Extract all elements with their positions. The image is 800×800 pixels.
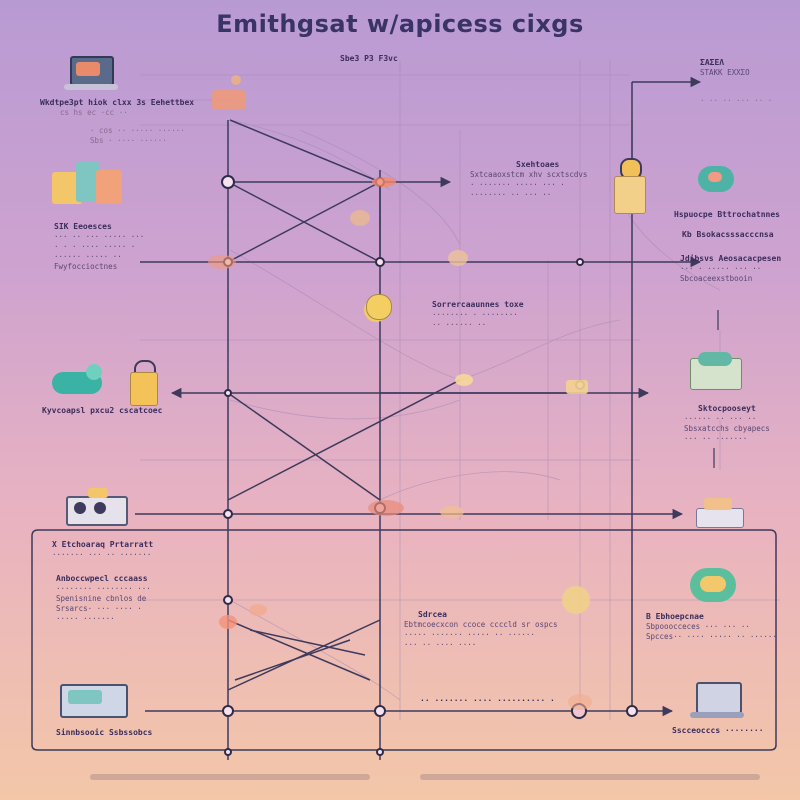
node-mid4-head: ·· ······· ···· ·········· · (420, 696, 555, 705)
node-right5-line: Spcces·· ···· ····· ·· ······ (646, 632, 777, 641)
lock-icon (130, 360, 158, 406)
node-left3: Kyvcoapsl pxcu2 cscatcoec (42, 406, 162, 416)
node-left5-head: Anboccwpecl cccaass (56, 574, 148, 583)
node-right3: Jdibsvs Aeosacacpesen ··· · ····· ··· ··… (680, 254, 781, 284)
node-right4-line: ··· ·· ······· (684, 434, 748, 443)
node-left6-head: Sinnbsooic Ssbssobcs (56, 728, 153, 737)
node-mid2-head: Sorrercaaunnes toxe (432, 300, 524, 309)
node-right6: Sscceocccs ········ (672, 726, 764, 736)
node-mid1-line: · ······· ····· ··· · (470, 180, 565, 189)
footer-stroke (420, 774, 760, 780)
device-icon (66, 488, 128, 526)
node-right4-line: ······ ·· ··· ·· (684, 414, 757, 423)
node-top-center: Sbe3 P3 F3vc (340, 54, 398, 64)
node-left1-line: cs hs ec ·cc ·· (60, 108, 128, 117)
node-left1-head: Wkdtpe3pt hiok clxx 3s Eehettbex (40, 98, 195, 107)
node-left5: Anboccwpecl cccaass ········ ········ ··… (56, 574, 151, 624)
node-right5-head: B Ebhoepcnae (646, 612, 704, 621)
node-top-center-head: Sbe3 P3 F3vc (340, 54, 398, 63)
folder-stack-icon (52, 162, 122, 208)
printer-icon (696, 498, 744, 528)
main-connectors (31, 76, 777, 760)
node-top-right-line: SΤΑΚΚ ΕΧΧΣΟ (700, 68, 750, 77)
node-right2: Kb Bsokacsssacccnsa (682, 230, 774, 240)
node-right4-head: Sktocpooseyt (698, 404, 756, 413)
lightbulb-icon (364, 294, 392, 324)
node-top-right-line: · ·· ·· ··· ·· · (700, 96, 773, 105)
node-right1: Hspuocpe Bttrochatnnes (674, 210, 780, 220)
node-mid2: Sorrercaaunnes toxe ········ · ········ … (432, 300, 524, 330)
junction-nodes (221, 175, 638, 756)
node-mid3-line: ··· ·· ···· ···· (404, 640, 477, 649)
node-left2-line: ··· ·· ··· ····· ··· (54, 232, 145, 241)
bug-icon (694, 162, 738, 196)
node-mid2-line: ········ · ········ (432, 310, 518, 319)
node-right5-line: Sbpooocceces ··· ··· ·· (646, 622, 750, 631)
node-right1-head: Hspuocpe Bttrochatnnes (674, 210, 780, 219)
node-left6: Sinnbsooic Ssbssobcs (56, 728, 152, 738)
node-left5-line: ····· ······· (56, 614, 115, 623)
node-left2: SIK Eeoesces ··· ·· ··· ····· ··· · · · … (54, 222, 144, 272)
node-right6-head: Sscceocccs ········ (672, 726, 764, 735)
node-left2-head: SIK Eeoesces (54, 222, 112, 231)
node-left5-line: ········ ········ ··· (56, 584, 151, 593)
node-right4-line: Sbsxatcchs cbyapecs (684, 424, 770, 433)
diagram-title: Emithgsat w/apicess cixgs (216, 10, 584, 38)
node-left5-line: Srsarcs· ··· ···· · (56, 604, 142, 613)
node-right2-head: Kb Bsokacsssacccnsa (682, 230, 774, 239)
node-left2-line: ······ ····· ·· (54, 252, 122, 261)
node-right5: B Ebhoepcnae Sbpooocceces ··· ··· ·· Spc… (646, 612, 777, 642)
node-left5-line: Spenisnine cbnlos de (56, 594, 147, 603)
node-mid3-head: Sdrcea (418, 610, 447, 619)
footer-stroke (90, 774, 370, 780)
node-right3-line: ··· · ····· ··· ·· (680, 264, 762, 273)
node-mid1-head: Sxehtoaes (516, 160, 560, 169)
node-left1-line: Sbs · ···· ······ (90, 136, 167, 145)
node-right3-head: Jdibsvs Aeosacacpesen (680, 254, 782, 263)
monitor-icon (60, 684, 128, 720)
node-mid1: Sxehtoaes Sxtcaaoxstcm xhv scxtscdvs · ·… (470, 160, 587, 200)
node-right4: Sktocpooseyt ······ ·· ··· ·· Sbsxatcchs… (684, 404, 770, 444)
node-mid3: Sdrcea Ebtmcoecxcon ccoce ccccld sr ospc… (404, 610, 558, 650)
node-mid3-line: ····· ······· ····· ·· ······ (404, 630, 535, 639)
node-left1: Wkdtpe3pt hiok clxx 3s Eehettbex cs hs e… (40, 98, 194, 146)
node-mid1-line: ········ ·· ··· ·· (470, 190, 552, 199)
node-left4-line: ······· ··· ·· ······· (52, 550, 152, 559)
node-left1-line: · cos ·· ····· ······ (90, 126, 185, 135)
server-icon (690, 352, 742, 390)
node-mid2-line: ·· ······ ·· (432, 320, 487, 329)
node-mid3-line: Ebtmcoecxcon ccoce ccccld sr ospcs (404, 620, 558, 629)
node-top-right: ΣΑΣΕΛ SΤΑΚΚ ΕΧΧΣΟ · ·· ·· ··· ·· · (700, 58, 772, 106)
key-tag-icon (612, 158, 646, 214)
node-left2-line: · · · ···· ····· · (54, 242, 136, 251)
chip-icon (690, 568, 736, 604)
node-left4: X Etchoaraq Prtarratt ······· ··· ·· ···… (52, 540, 153, 560)
node-left3-head: Kyvcoapsl pxcu2 cscatcoec (42, 406, 163, 415)
node-left2-line: Fwyfoccioctnes (54, 262, 118, 271)
node-left4-head: X Etchoaraq Prtarratt (52, 540, 154, 549)
laptop-icon (64, 56, 118, 92)
teal-gear-icon (52, 364, 112, 400)
accent-blobs (208, 75, 592, 710)
node-top-right-head: ΣΑΣΕΛ (700, 58, 725, 67)
node-right3-line: Sbcoaceexstbooin (680, 274, 753, 283)
node-mid4: ·· ······· ···· ·········· · (420, 696, 555, 706)
desktop-icon (690, 682, 744, 720)
node-mid1-line: Sxtcaaoxstcm xhv scxtscdvs (470, 170, 588, 179)
